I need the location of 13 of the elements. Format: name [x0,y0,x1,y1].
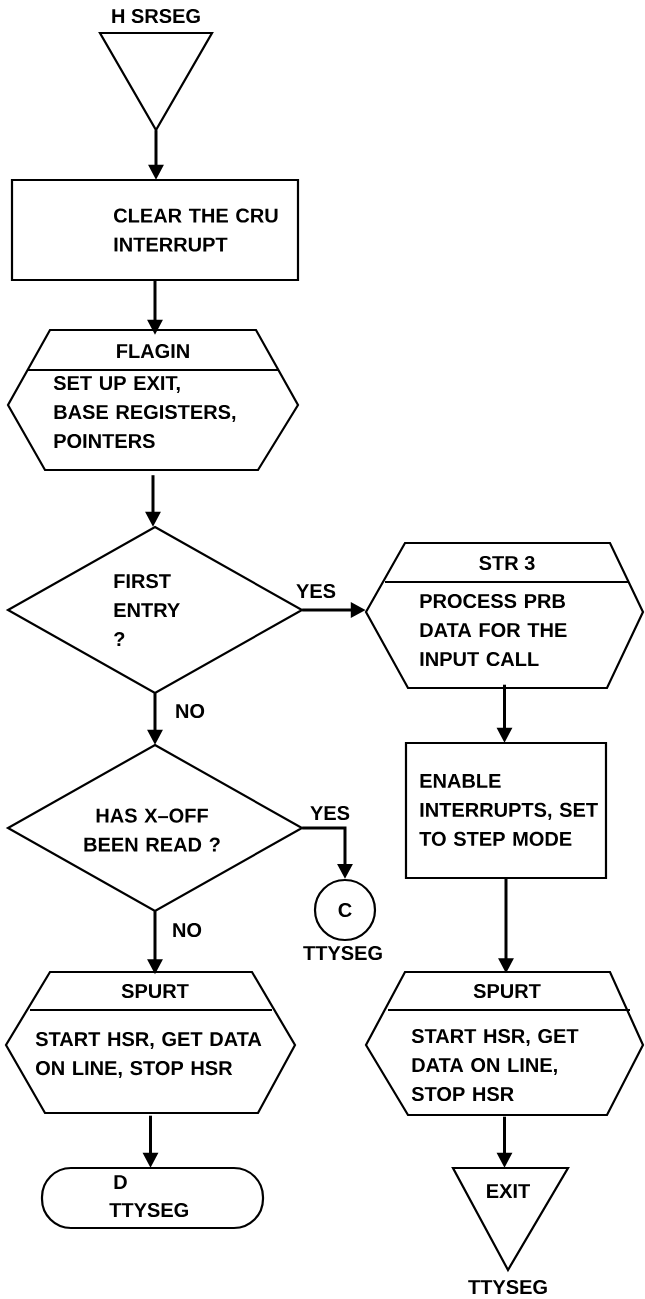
process-box: CLEAR THE CRU INTERRUPT [10,178,300,282]
edge-label: YES [309,804,351,822]
edge-label: NO [171,921,203,939]
subroutine-hexagon: STR 3 PROCESS PRB DATA FOR THE INPUT CALL [364,541,645,690]
subroutine-hexagon: SPURT START HSR, GET DATA ON LINE, STOP HSR [364,970,645,1117]
caption-text: TTYSEG [468,1279,547,1295]
subroutine-hexagon: FLAGIN SET UP EXIT, BASE REGISTERS, POINTERS [6,328,300,472]
edge-label: NO [174,702,206,720]
terminal-box: D TTYSEG [40,1166,265,1230]
process-box: ENABLE INTERRUPTS, SET TO STEP MODE [404,741,608,880]
subroutine-hexagon: SPURT START HSR, GET DATA ON LINE, STOP HSR [4,970,297,1115]
node-label: H SRSEG [112,8,200,24]
caption-text: TTYSEG [303,945,382,961]
